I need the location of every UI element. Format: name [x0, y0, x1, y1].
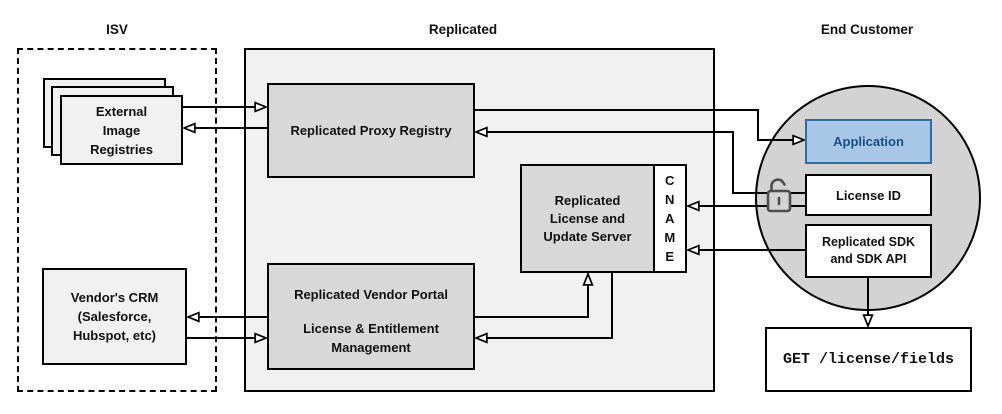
- arrow-license-server-to-vendor-portal: [476, 273, 613, 338]
- open-padlock-icon: [766, 178, 792, 213]
- application-node: Application: [805, 119, 932, 164]
- isv-section-label: ISV: [106, 22, 128, 37]
- license-id-node: License ID: [805, 174, 932, 216]
- cname-strip: C N A M E: [653, 164, 687, 273]
- arrow-proxy-to-application: [475, 109, 804, 140]
- replicated-proxy-registry-node: Replicated Proxy Registry: [267, 83, 475, 178]
- replicated-section-label: Replicated: [428, 22, 498, 37]
- arrow-vendor-portal-to-license-server: [475, 274, 588, 318]
- isv-boundary-box: [17, 48, 217, 392]
- vendor-portal-title: Replicated Vendor Portal: [294, 287, 448, 302]
- external-image-registries-node: External Image Registries: [60, 95, 183, 165]
- end-customer-section-label: End Customer: [820, 22, 914, 37]
- vendors-crm-node: Vendor's CRM (Salesforce, Hubspot, etc): [42, 268, 187, 365]
- replicated-vendor-portal-node: Replicated Vendor Portal License & Entit…: [267, 263, 475, 370]
- get-license-fields-node: GET /license/fields: [765, 327, 972, 392]
- replicated-license-update-server-node: Replicated License and Update Server: [520, 164, 655, 273]
- replicated-sdk-node: Replicated SDK and SDK API: [805, 224, 932, 278]
- vendor-portal-subtitle: License & Entitlement Management: [303, 321, 439, 355]
